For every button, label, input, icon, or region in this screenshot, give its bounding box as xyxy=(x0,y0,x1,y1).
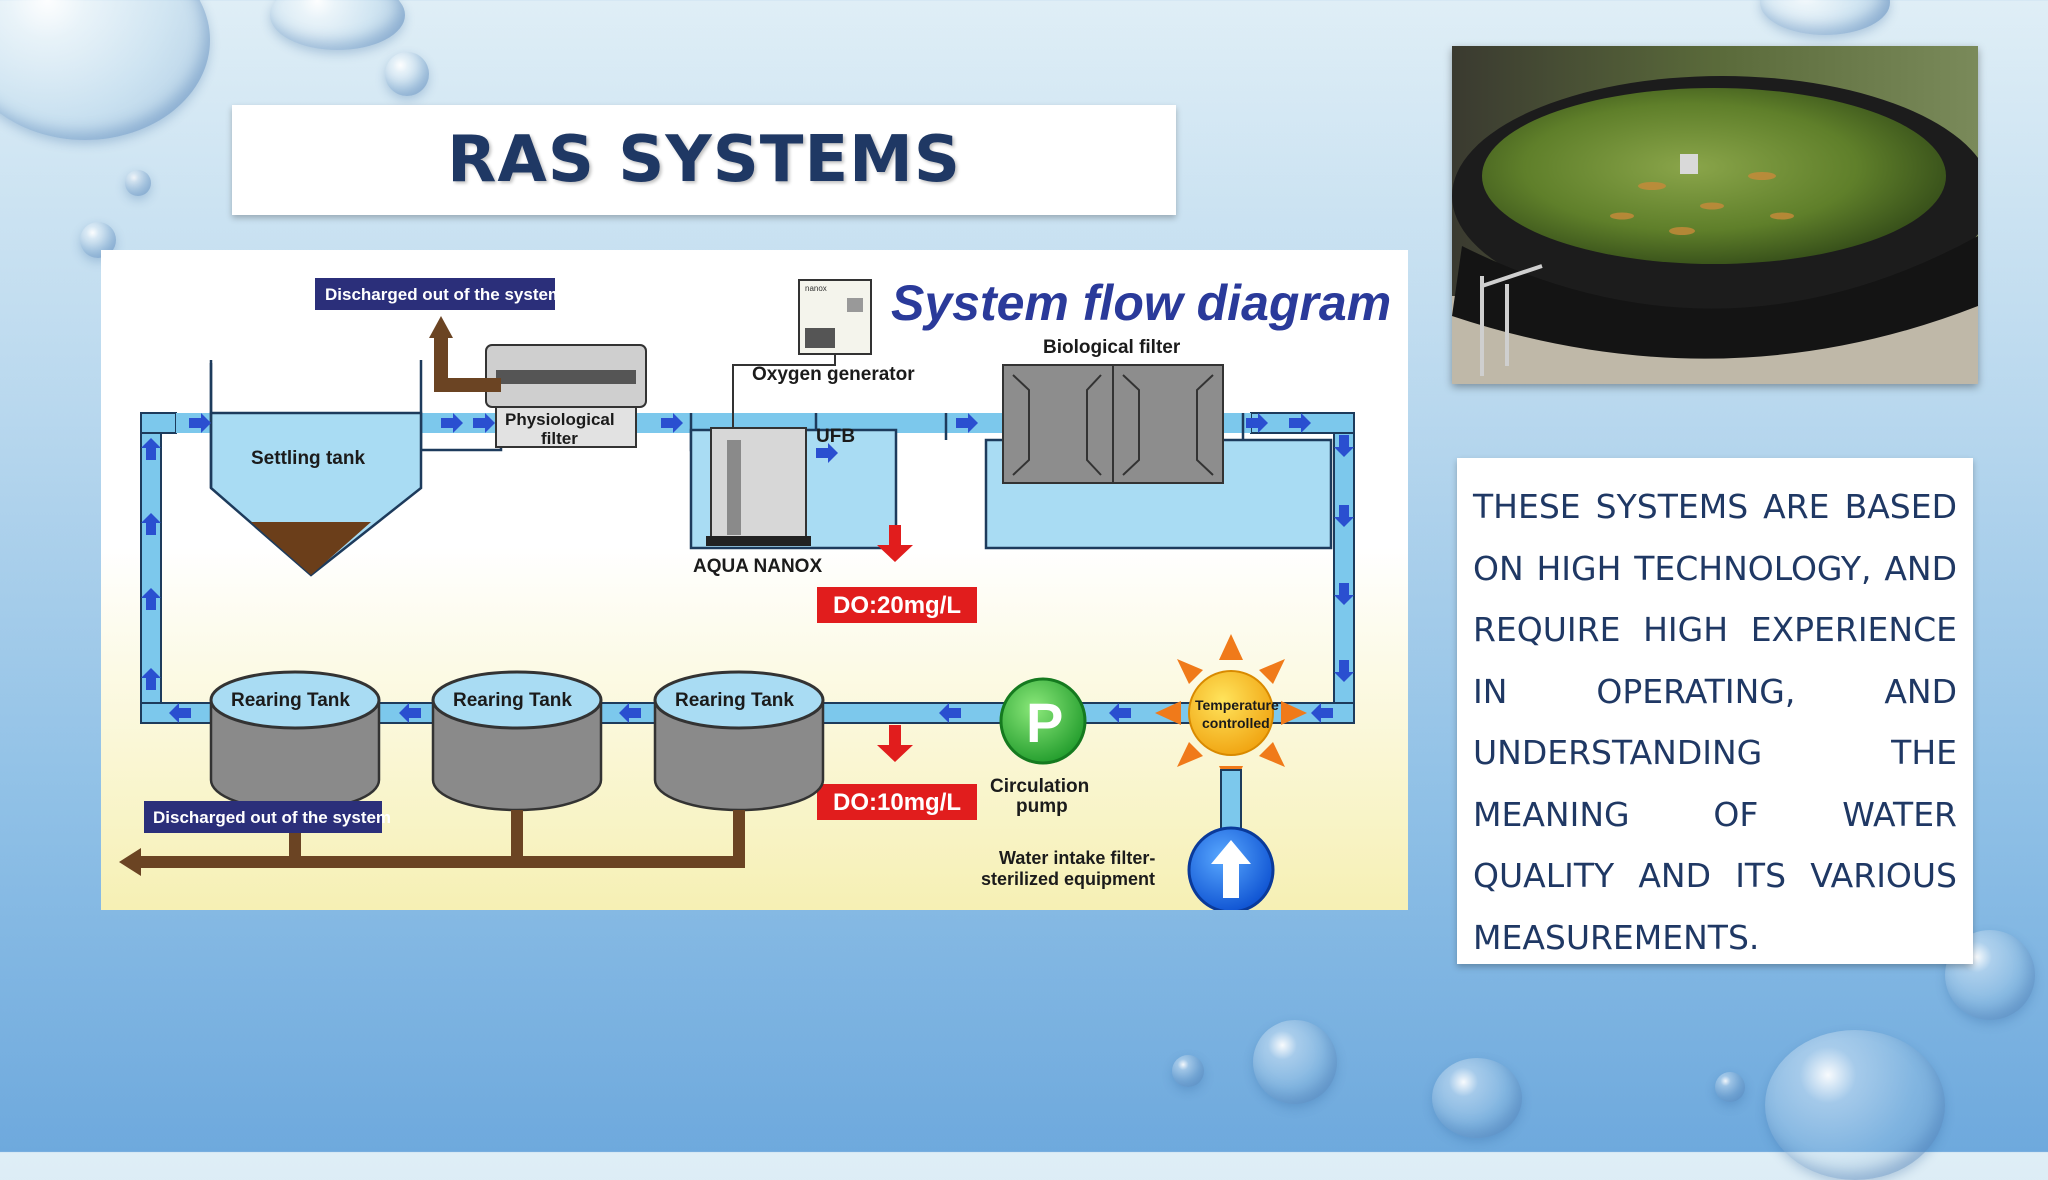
water-intake-label-2: sterilized equipment xyxy=(981,869,1155,889)
rearing-tank-2-label: Rearing Tank xyxy=(453,690,572,711)
discharge-bottom-label: Discharged out of the system xyxy=(153,808,391,827)
do-low-badge xyxy=(817,784,977,820)
water-intake-arrow xyxy=(1211,840,1251,898)
water-drop xyxy=(1760,0,1890,35)
rearing-tanks xyxy=(209,670,825,812)
water-drop xyxy=(1765,1030,1945,1180)
physiological-filter-label-1: Physiological xyxy=(505,410,615,429)
water-drop xyxy=(1253,1020,1337,1104)
biological-filter xyxy=(984,364,1333,550)
do-high-arrow xyxy=(877,525,913,562)
pump-letter: P xyxy=(1026,691,1063,754)
discharge-bottom-badge xyxy=(144,801,382,833)
water-drop xyxy=(385,52,429,96)
flow-arrows xyxy=(141,413,1354,723)
title-box: RAS SYSTEMS xyxy=(232,105,1176,215)
do-low-label: DO:10mg/L xyxy=(833,789,961,816)
description-box: These systems are based on high technolo… xyxy=(1457,458,1973,964)
circulation-pump xyxy=(999,677,1087,765)
rearing-tank-1-label: Rearing Tank xyxy=(231,690,350,711)
discharge-top-label: Discharged out of the system xyxy=(325,285,563,304)
nanox-label: nanox xyxy=(805,284,827,293)
system-flow-diagram: Settling tank Physiological filter Disch… xyxy=(101,250,1408,910)
do-low-arrow xyxy=(877,725,913,762)
physiological-filter-label-2: filter xyxy=(541,429,578,448)
rearing-tank-3-label: Rearing Tank xyxy=(675,690,794,711)
description-text: These systems are based on high technolo… xyxy=(1473,487,1957,957)
settling-tank xyxy=(209,360,423,577)
slide-title: RAS SYSTEMS xyxy=(447,123,961,197)
water-drop xyxy=(1172,1055,1204,1087)
diagram-heading: System flow diagram xyxy=(891,275,1391,331)
water-drop xyxy=(270,0,405,50)
water-drop xyxy=(125,170,151,196)
aqua-nanox-tank xyxy=(689,427,898,550)
physiological-filter xyxy=(429,316,647,448)
do-high-badge xyxy=(817,587,977,623)
water-drop xyxy=(0,0,210,140)
water-intake-label-1: Water intake filter- xyxy=(999,848,1155,868)
ufb-label: UFB xyxy=(816,426,855,447)
temperature-label-1: Temperature xyxy=(1195,697,1279,713)
discharge-top-badge xyxy=(315,278,555,310)
oxygen-generator xyxy=(732,279,872,430)
water-drop xyxy=(1715,1072,1745,1102)
do-high-label: DO:20mg/L xyxy=(833,592,961,619)
water-drop xyxy=(1432,1058,1522,1138)
drain-arrow xyxy=(119,848,141,876)
settling-tank-label: Settling tank xyxy=(251,448,365,469)
aqua-nanox-label: AQUA NANOX xyxy=(693,556,822,577)
temperature-label-2: controlled xyxy=(1202,715,1270,731)
oxygen-generator-label: Oxygen generator xyxy=(752,364,915,385)
circulation-pump-label-2: pump xyxy=(1016,796,1068,817)
circulation-pump-label-1: Circulation xyxy=(990,776,1089,797)
fish-tank-photo xyxy=(1452,46,1978,384)
biological-filter-label: Biological filter xyxy=(1043,337,1181,358)
